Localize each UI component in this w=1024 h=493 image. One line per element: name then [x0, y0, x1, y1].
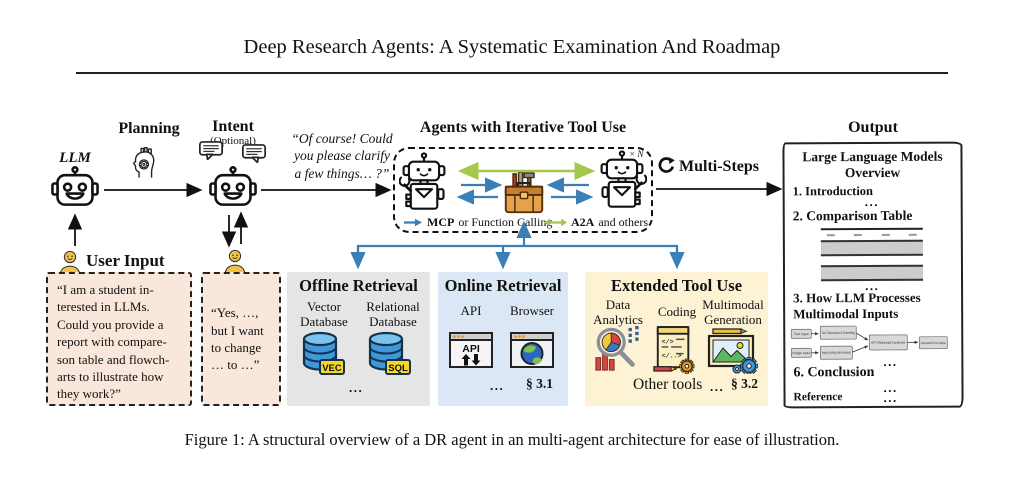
- offline-title: Offline Retrieval: [299, 276, 418, 295]
- toolbox-icon: [504, 171, 544, 214]
- agent-robot-left-icon: [399, 152, 446, 210]
- legend-mcp: MCP or Function Calling: [404, 215, 552, 230]
- output-label: Output: [848, 119, 898, 136]
- offline-ellipsis: ...: [349, 380, 364, 395]
- doc-title: Large Language Models Overview: [802, 148, 943, 181]
- relational-db-label: Relational Database: [366, 299, 420, 329]
- doc-ellipsis-3: ...: [883, 353, 898, 369]
- doc-section-1: 1. Introduction: [792, 183, 874, 199]
- multi-steps-cycle-icon: [658, 157, 675, 173]
- flow-generated-output: Generated Text Output: [921, 341, 946, 345]
- paper-title: Deep Research Agents: A Systematic Exami…: [243, 36, 781, 58]
- doc-table-sketch: [820, 227, 924, 282]
- user-input-box: “I am a student in- terested in LLMs. Co…: [46, 272, 192, 406]
- legend-mcp-rest: or Function Calling: [458, 215, 553, 229]
- coding-icon: </> </..>: [653, 326, 695, 374]
- data-analytics-label: Data Analytics: [593, 297, 643, 327]
- legend-a2a-bold: A2A: [571, 215, 595, 229]
- doc-flowchart-sketch: Text Input Text Tokenization & Embedding…: [790, 325, 948, 360]
- extended-section-ref: § 3.2: [731, 376, 758, 391]
- data-analytics-icon: [595, 325, 639, 371]
- doc-section-2: 2. Comparison Table: [792, 207, 913, 224]
- offline-retrieval-panel: Offline Retrieval Vector Database Relati…: [287, 272, 430, 406]
- table-top-rule: [820, 227, 923, 231]
- vector-db-label: Vector Database: [300, 299, 348, 329]
- coding-label: Coding: [657, 304, 697, 319]
- extended-title: Extended Tool Use: [610, 276, 743, 295]
- doc-ellipsis-5: ...: [883, 389, 898, 405]
- user-revision-box: “Yes, …, but I want to change … to …”: [201, 272, 281, 406]
- llm-robot-icon: [51, 166, 99, 206]
- sql-badge: SQL: [388, 363, 408, 374]
- llm-label: LLM: [59, 150, 91, 166]
- legend-a2a-rest: and others: [598, 215, 648, 229]
- vec-badge: VEC: [322, 363, 342, 374]
- flow-text-input: Text Input: [794, 332, 809, 336]
- output-document: Large Language Models Overview 1. Introd…: [782, 141, 964, 409]
- table-row-1: [820, 239, 923, 257]
- planning-label: Planning: [118, 120, 180, 137]
- relational-database-icon: SQL: [368, 331, 411, 375]
- tool-connector-rail: [356, 244, 679, 265]
- mcp-arrow-icon: [404, 218, 423, 227]
- n-agents-label: × N: [629, 149, 644, 159]
- clarify-quote: “Of course! Could you please clarify a f…: [291, 131, 393, 181]
- intent-label: Intent: [212, 118, 254, 135]
- doc-reference: Reference: [793, 391, 843, 404]
- other-tools-label: Other tools: [633, 376, 703, 393]
- extended-ellipsis: ...: [710, 379, 725, 394]
- legend-a2a: A2A and others: [544, 215, 648, 230]
- user-input-quote: “I am a student in- terested in LLMs. Co…: [57, 282, 170, 402]
- legend-mcp-bold: MCP: [427, 215, 455, 229]
- flow-gpt4: GPT-4 Multimodal Transformer: [871, 341, 906, 345]
- extended-tool-use-panel: Extended Tool Use Data Analytics Coding …: [585, 272, 768, 406]
- online-section-ref: § 3.1: [526, 376, 553, 391]
- intent-robot-icon: [209, 166, 257, 206]
- api-label: API: [460, 303, 482, 318]
- api-icon-text: API: [462, 343, 480, 355]
- speech-bubble-right-icon: [242, 144, 266, 163]
- svg-text:</>: </>: [662, 338, 674, 346]
- browser-globe-icon: [510, 332, 554, 368]
- agents-box-title: Agents with Iterative Tool Use: [419, 119, 627, 136]
- vector-database-icon: VEC: [302, 331, 345, 375]
- online-title: Online Retrieval: [444, 276, 562, 295]
- table-header-dashes: [821, 233, 923, 237]
- user-revision-quote: “Yes, …, but I want to change … to …”: [211, 305, 264, 373]
- flow-image-encoding: Image Encoding (vision features): [822, 351, 851, 355]
- flow-image-input: Image Input: [792, 351, 810, 355]
- figure-caption: Figure 1: A structural overview of a DR …: [184, 430, 840, 449]
- svg-text:</..>: </..>: [662, 353, 682, 361]
- doc-section-6: 6. Conclusion: [793, 364, 875, 381]
- multimodal-generation-icon: [707, 328, 758, 374]
- api-window-icon: API: [449, 332, 493, 368]
- a2a-arrow-icon: [544, 218, 567, 227]
- title-rule: [76, 72, 948, 74]
- planning-head-icon: [133, 147, 155, 178]
- flow-text-tokenization: Text Tokenization & Embedding: [822, 331, 855, 335]
- speech-bubble-left-icon: [199, 141, 223, 160]
- browser-label: Browser: [509, 303, 555, 318]
- user-input-label: User Input: [86, 251, 165, 270]
- doc-section-3: 3. How LLM Processes Multimodal Inputs: [793, 289, 921, 322]
- online-retrieval-panel: Online Retrieval API Browser API ... § 3…: [438, 272, 568, 406]
- multi-steps-label: Multi-Steps: [679, 158, 759, 175]
- online-ellipsis: ...: [490, 378, 505, 393]
- multimodal-generation-label: Multimodal Generation: [702, 297, 764, 327]
- agent-robot-right-icon: [600, 150, 647, 208]
